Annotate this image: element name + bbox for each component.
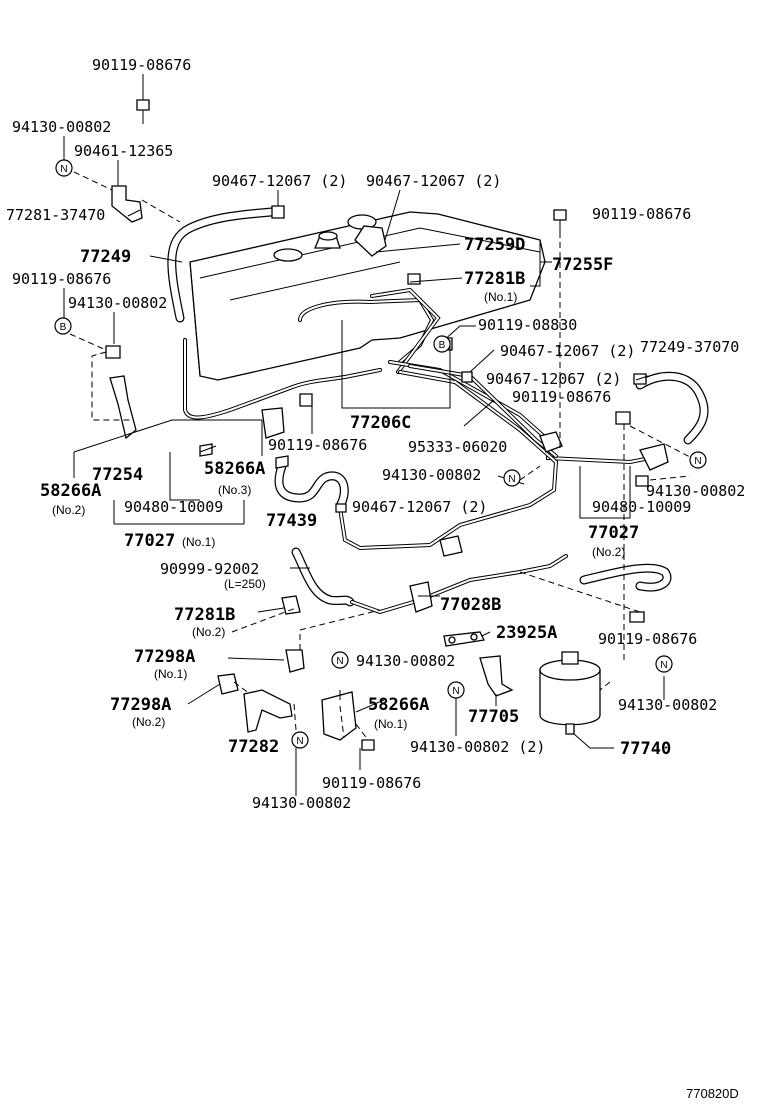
marker-b-2: B (433, 335, 451, 353)
svg-text:N: N (508, 474, 515, 485)
label-77281b-no2: 77281B (174, 605, 235, 625)
label-90119-08676-bottom: 90119-08676 (322, 774, 421, 792)
label-94130-00802-x2: 94130-00802 (2) (410, 738, 545, 756)
label-95333-06020: 95333-06020 (408, 438, 507, 456)
label-90467-12067-c: 90467-12067 (2) (500, 342, 635, 360)
label-77027-no1-sub: (No.1) (182, 535, 215, 549)
label-77249: 77249 (80, 247, 131, 267)
label-90119-08676-left: 90119-08676 (12, 270, 111, 288)
bracket-58266a-no3 (261, 407, 285, 439)
label-90999-92002-sub: (L=250) (224, 577, 266, 591)
label-77282: 77282 (228, 737, 279, 757)
valve-23925a (443, 631, 485, 647)
label-58266a-no2-sub: (No.2) (52, 503, 85, 517)
svg-text:B: B (60, 322, 67, 333)
hose-77439 (274, 461, 349, 511)
label-58266a-no1-sub: (No.1) (374, 717, 407, 731)
label-90467-12067-e: 90467-12067 (2) (352, 498, 487, 516)
marker-b-1: B (54, 317, 72, 335)
svg-text:N: N (660, 660, 667, 671)
bracket-77282 (243, 689, 293, 733)
label-90480-10009-left: 90480-10009 (124, 498, 223, 516)
clamp-77028b (409, 581, 433, 613)
label-90119-08676-top: 90119-08676 (92, 56, 191, 74)
hose-77249-37070 (635, 371, 709, 445)
label-77255f: 77255F (552, 255, 613, 275)
label-90467-12067-b: 90467-12067 (2) (366, 172, 501, 190)
hose-90999-92002 (291, 547, 355, 607)
label-77298a-no2-sub: (No.2) (132, 715, 165, 729)
leader-lines (63, 74, 693, 796)
label-90999-92002: 90999-92002 (160, 560, 259, 578)
marker-n-5: N (331, 651, 349, 669)
marker-n-6: N (447, 681, 465, 699)
label-77249-37070: 77249-37070 (640, 338, 739, 356)
label-77281b-no1: 77281B (464, 269, 525, 289)
label-23925a: 23925A (496, 623, 557, 643)
label-77027-no2-sub: (No.2) (592, 545, 625, 559)
hose-77249 (167, 207, 277, 323)
fuel-tank (189, 211, 546, 381)
bracket-77298a-no1 (285, 649, 305, 673)
label-77281b-no2-sub: (No.2) (192, 625, 225, 639)
label-77028b: 77028B (440, 595, 501, 615)
bracket-77298a-no2 (217, 673, 239, 695)
valve-77705 (479, 655, 514, 697)
marker-n-1: N (55, 159, 73, 177)
label-90119-08676-mid-right: 90119-08676 (512, 388, 611, 406)
hose-canister-inlet (579, 563, 672, 592)
clamp-95333-06020 (539, 431, 563, 453)
label-94130-00802-center: 94130-00802 (382, 466, 481, 484)
label-90119-08676-right-top: 90119-08676 (592, 205, 691, 223)
svg-text:B: B (439, 340, 446, 351)
clamp-right-90480 (639, 443, 669, 471)
label-90480-10009-right: 90480-10009 (592, 498, 691, 516)
svg-text:N: N (60, 164, 67, 175)
svg-text:N: N (452, 686, 459, 697)
clamp-center (439, 535, 463, 557)
label-77281b-no1-sub: (No.1) (484, 290, 517, 304)
marker-n-7: N (291, 731, 309, 749)
label-77740: 77740 (620, 739, 671, 759)
label-77298a-no2: 77298A (110, 695, 171, 715)
label-77298a-no1-sub: (No.1) (154, 667, 187, 681)
label-90119-08676-mid: 90119-08676 (268, 436, 367, 454)
marker-n-2: N (689, 451, 707, 469)
label-58266a-no3-sub: (No.3) (218, 483, 251, 497)
label-77439: 77439 (266, 511, 317, 531)
label-94130-00802-lower-right: 94130-00802 (618, 696, 717, 714)
bracket-58266a-no2 (109, 375, 137, 440)
label-77281-37470: 77281-37470 (6, 206, 105, 224)
figure-code: 770820D (686, 1086, 739, 1101)
label-90461-12365: 90461-12365 (74, 142, 173, 160)
label-90119-08830: 90119-08830 (478, 316, 577, 334)
label-94130-00802-left: 94130-00802 (68, 294, 167, 312)
label-94130-00802-right: 94130-00802 (646, 482, 745, 500)
svg-text:N: N (336, 656, 343, 667)
label-77259d: 77259D (464, 235, 525, 255)
label-77705: 77705 (468, 707, 519, 727)
label-77254: 77254 (92, 465, 143, 485)
bracket-upper-left (111, 185, 143, 223)
label-77027-no1: 77027 (124, 531, 175, 551)
svg-text:N: N (694, 456, 701, 467)
charcoal-canister-77740 (539, 651, 601, 735)
label-77298a-no1: 77298A (134, 647, 195, 667)
marker-n-3: N (503, 469, 521, 487)
svg-text:N: N (296, 736, 303, 747)
label-58266a-no3: 58266A (204, 459, 265, 479)
label-94130-00802-top: 94130-00802 (12, 118, 111, 136)
label-94130-00802-bottom: 94130-00802 (252, 794, 351, 812)
label-94130-00802-lower-center: 94130-00802 (356, 652, 455, 670)
label-58266a-no1: 58266A (368, 695, 429, 715)
label-90467-12067-a: 90467-12067 (2) (212, 172, 347, 190)
label-90467-12067-d: 90467-12067 (2) (486, 370, 621, 388)
label-90119-08676-lower-right: 90119-08676 (598, 630, 697, 648)
label-77206c: 77206C (350, 413, 411, 433)
label-58266a-no2: 58266A (40, 481, 101, 501)
marker-n-4: N (655, 655, 673, 673)
label-77027-no2: 77027 (588, 523, 639, 543)
bracket-58266a-no1 (321, 691, 357, 741)
